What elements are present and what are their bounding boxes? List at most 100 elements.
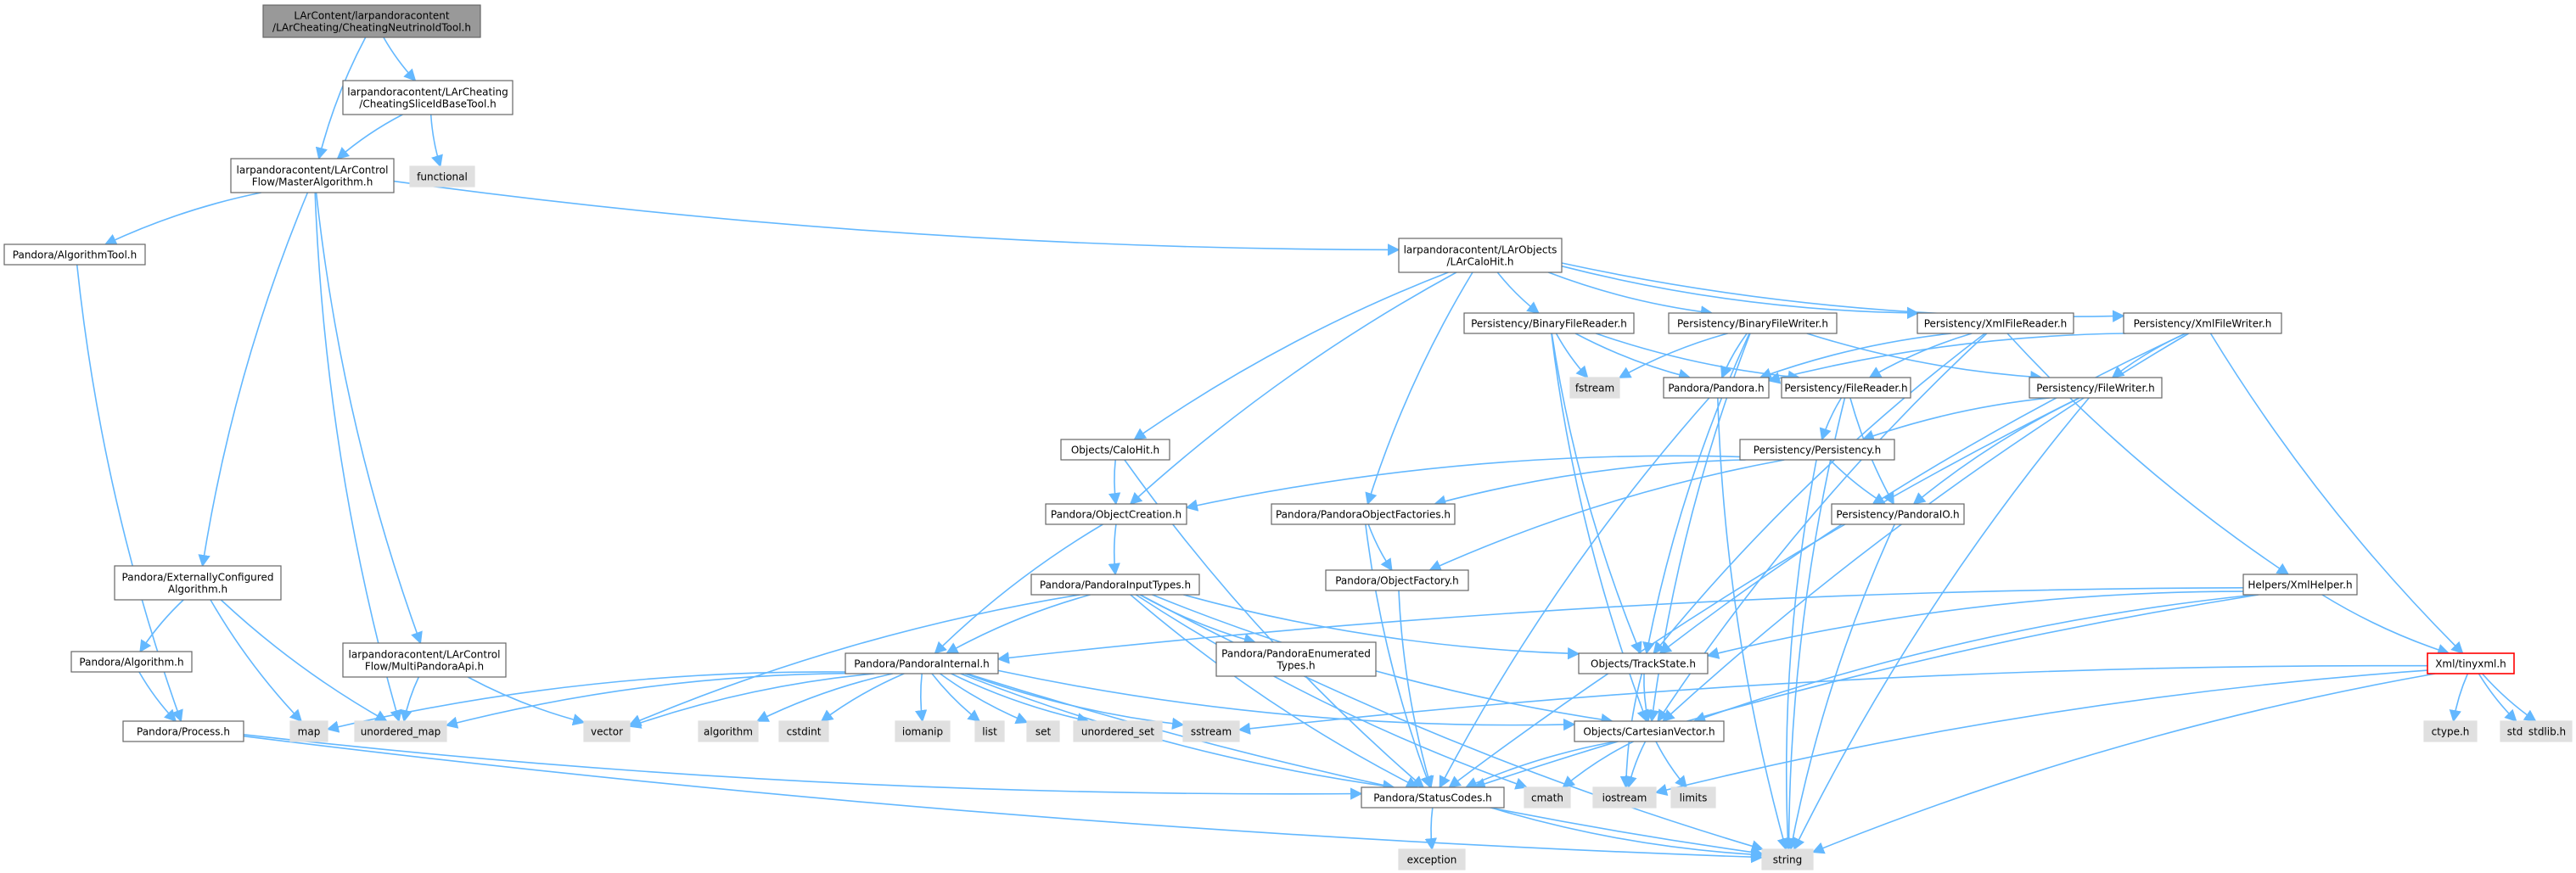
- node-label: unordered_set: [1081, 726, 1155, 738]
- node-box: [1574, 720, 1725, 742]
- node-box: [114, 565, 282, 601]
- edge-tinyxml-to-stdio: [2478, 673, 2517, 723]
- node-label: /LArCheating/CheatingNeutrinoIdTool.h: [272, 22, 471, 34]
- edge-file_writer-to-status_codes: [1448, 397, 2079, 788]
- node-file_reader[interactable]: Persistency/FileReader.h: [1781, 377, 1911, 399]
- edge-pandora_io-to-string: [1787, 523, 1895, 851]
- node-label: limits: [1680, 792, 1708, 804]
- node-box: [698, 720, 759, 742]
- edge-file_writer-to-persistency: [1861, 397, 2051, 442]
- node-box: [262, 4, 481, 38]
- node-input_types[interactable]: Pandora/PandoraInputTypes.h: [1030, 574, 1200, 596]
- edge-input_types-to-cartesian_vector: [1152, 594, 1614, 726]
- node-label: string: [1773, 854, 1802, 866]
- node-box: [1398, 238, 1563, 273]
- node-label: algorithm: [704, 726, 753, 738]
- node-label: Pandora/ObjectCreation.h: [1051, 509, 1181, 521]
- edge-object_factory-to-status_codes: [1398, 590, 1434, 789]
- edge-pandora_h-to-status_codes: [1439, 397, 1710, 789]
- edge-root-to-master_algorithm: [315, 36, 367, 160]
- node-label: Pandora/PandoraEnumerated: [1221, 648, 1371, 660]
- edge-xml_helper-to-cartesian_vector: [1692, 594, 2255, 724]
- node-cartesian_vector[interactable]: Objects/CartesianVector.h: [1574, 720, 1725, 742]
- node-box: [1030, 574, 1200, 596]
- node-lar_calo_hit[interactable]: larpandoracontent/LArObjects/LArCaloHit.…: [1398, 238, 1563, 273]
- edge-pandora_h-to-string: [1717, 397, 1789, 851]
- node-sstream: sstream: [1182, 720, 1240, 742]
- edge-persistency-to-object_factory: [1428, 459, 1785, 572]
- node-box: [583, 720, 631, 742]
- node-string: string: [1761, 848, 1814, 870]
- edge-pandora_internal-to-string: [966, 673, 1764, 859]
- edge-xml_helper-to-status_codes: [1473, 594, 2259, 790]
- node-cmath: cmath: [1524, 786, 1571, 809]
- edge-tinyxml-to-iostream: [1654, 669, 2428, 796]
- edge-pandora_internal-to-unordered_map: [445, 672, 846, 729]
- edge-process_h-to-status_codes: [243, 734, 1363, 800]
- node-object_factory[interactable]: Pandora/ObjectFactory.h: [1325, 569, 1469, 591]
- edge-ext_configured-to-algorithm_h: [139, 599, 184, 653]
- node-box: [342, 80, 514, 115]
- edge-binary_file_writer-to-fstream: [1618, 333, 1728, 378]
- node-box: [1182, 720, 1240, 742]
- edge-input_types-to-track_state: [1183, 594, 1580, 660]
- node-track_state[interactable]: Objects/TrackState.h: [1578, 652, 1709, 674]
- edge-tinyxml-to-stdlib: [2481, 673, 2537, 722]
- edge-xml_file_reader-to-xml_helper: [2006, 333, 2290, 575]
- edge-binary_file_reader-to-fstream: [1555, 333, 1589, 379]
- node-label: sstream: [1191, 726, 1232, 738]
- edge-pandora_internal-to-cartesian_vector: [997, 669, 1576, 731]
- node-algorithm_tool[interactable]: Pandora/AlgorithmTool.h: [3, 243, 146, 266]
- edge-lar_calo_hit-to-xml_file_reader: [1561, 265, 1920, 320]
- node-xml_helper[interactable]: Helpers/XmlHelper.h: [2242, 574, 2358, 596]
- node-box: [1592, 786, 1657, 809]
- node-slice_tool[interactable]: larpandoracontent/LArCheating/CheatingSl…: [342, 80, 514, 115]
- node-object_factories[interactable]: Pandora/PandoraObjectFactories.h: [1271, 503, 1456, 525]
- node-binary_file_reader[interactable]: Persistency/BinaryFileReader.h: [1463, 312, 1635, 334]
- node-process_h[interactable]: Pandora/Process.h: [122, 720, 244, 742]
- node-xml_file_reader[interactable]: Persistency/XmlFileReader.h: [1917, 312, 2074, 334]
- node-master_algorithm[interactable]: larpandoracontent/LArControlFlow/MasterA…: [230, 158, 395, 193]
- node-box: [2029, 377, 2163, 399]
- node-object_creation[interactable]: Pandora/ObjectCreation.h: [1045, 503, 1187, 525]
- node-label: larpandoracontent/LArControl: [237, 165, 389, 176]
- node-pandora_io[interactable]: Persistency/PandoraIO.h: [1831, 503, 1965, 525]
- node-box: [122, 720, 244, 742]
- node-unordered_map: unordered_map: [354, 720, 447, 742]
- node-map: map: [289, 720, 328, 742]
- node-persistency[interactable]: Persistency/Persistency.h: [1739, 439, 1895, 461]
- node-pandora_internal[interactable]: Pandora/PandoraInternal.h: [845, 652, 999, 674]
- node-calo_hit[interactable]: Objects/CaloHit.h: [1060, 439, 1170, 461]
- node-algorithm_h[interactable]: Pandora/Algorithm.h: [70, 651, 193, 673]
- node-box: [1361, 786, 1505, 809]
- edge-input_types-to-vector: [628, 594, 1080, 726]
- node-xml_file_writer[interactable]: Persistency/XmlFileWriter.h: [2123, 312, 2282, 334]
- node-tinyxml[interactable]: Xml/tinyxml.h: [2427, 652, 2515, 674]
- edge-multi_pandora_api-to-vector: [467, 676, 586, 726]
- edge-pandora_internal-to-sstream: [964, 673, 1185, 730]
- node-pandora_h[interactable]: Pandora/Pandora.h: [1663, 377, 1770, 399]
- node-multi_pandora_api[interactable]: larpandoracontent/LArControlFlow/MultiPa…: [342, 642, 507, 678]
- edge-object_creation-to-pandora_internal: [934, 523, 1103, 655]
- edge-root-to-slice_tool: [383, 36, 417, 82]
- node-file_writer[interactable]: Persistency/FileWriter.h: [2029, 377, 2163, 399]
- node-label: Persistency/BinaryFileWriter.h: [1677, 318, 1828, 330]
- node-unordered_set: unordered_set: [1073, 720, 1163, 742]
- node-binary_file_writer[interactable]: Persistency/BinaryFileWriter.h: [1668, 312, 1838, 334]
- node-iostream: iostream: [1592, 786, 1657, 809]
- node-label: Pandora/PandoraObjectFactories.h: [1276, 509, 1451, 521]
- node-box: [2242, 574, 2358, 596]
- node-status_codes[interactable]: Pandora/StatusCodes.h: [1361, 786, 1505, 809]
- node-stdlib: stdlib.h: [2522, 720, 2573, 742]
- edge-lar_calo_hit-to-object_factories: [1365, 271, 1473, 506]
- node-label: Pandora/ObjectFactory.h: [1335, 575, 1459, 587]
- node-root[interactable]: LArContent/larpandoracontent/LArCheating…: [262, 4, 481, 38]
- edge-lar_calo_hit-to-calo_hit: [1133, 271, 1449, 440]
- edge-pandora_internal-to-set: [940, 673, 1029, 725]
- node-box: [2522, 720, 2573, 742]
- edge-input_types-to-string: [1139, 594, 1765, 853]
- node-box: [342, 642, 507, 678]
